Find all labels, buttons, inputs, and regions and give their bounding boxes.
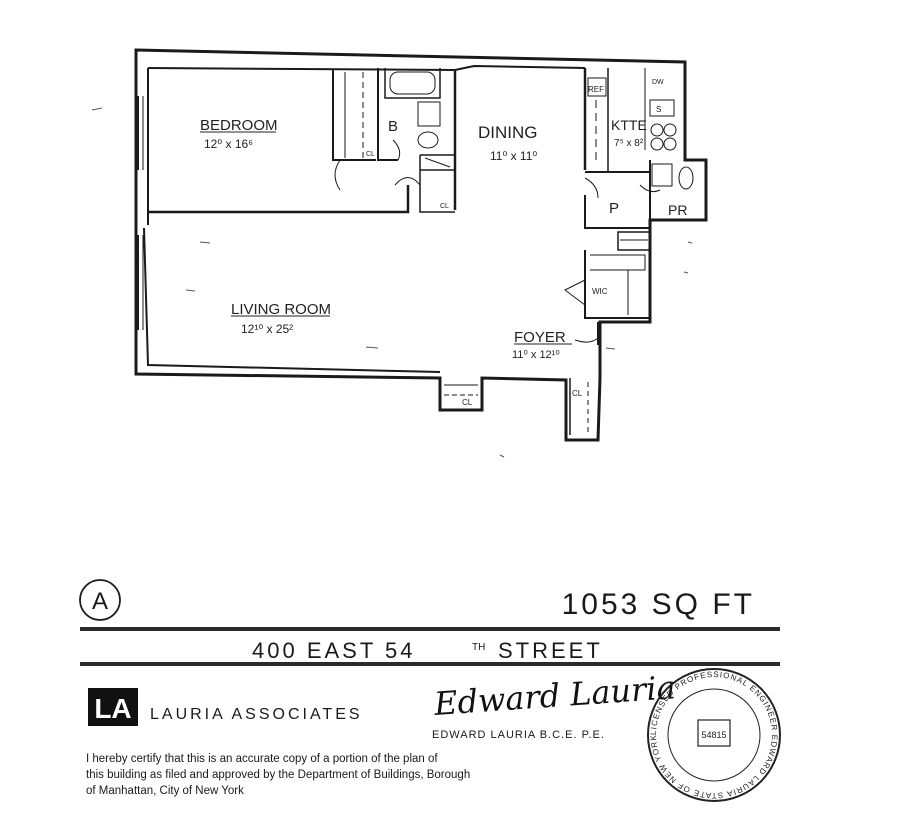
foyer-dims: 11⁰ x 12¹⁰ [512,349,560,361]
address-suffix: TH [472,642,485,653]
living-closet-label: CL [462,398,473,407]
certification-text: I hereby certify that this is an accurat… [86,753,470,797]
divider-bottom [80,662,780,666]
unit-letter: A [92,588,108,615]
certification-line-3: of Manhattan, City of New York [86,785,244,797]
kitchen-label: KTTE [611,117,647,133]
refrigerator-label: REF [588,85,604,94]
powder-room-label: PR [668,202,687,218]
address-block: 400 EAST 54 TH STREET [252,638,603,663]
signature: Edward Lauria [432,668,677,723]
wic-label: WIC [592,287,608,296]
seal-number: 54815 [701,730,726,740]
room-labels: BEDROOM 12⁰ x 16⁶ DINING 11⁰ x 11⁰ KTTE … [200,79,687,407]
dining-dims: 11⁰ x 11⁰ [490,149,537,163]
certification-line-1: I hereby certify that this is an accurat… [86,753,438,765]
logo-letters: LA [94,693,131,724]
floor-plan-walls [134,48,708,442]
signer-title: EDWARD LAURIA B.C.E. P.E. [432,729,605,741]
area-label: 1053 SQ FT [562,588,755,621]
kitchen-dims: 7⁵ x 8² [614,138,644,149]
foyer-closet-label: CL [572,389,583,398]
divider-top [80,627,780,631]
sink-label: S [656,105,661,114]
dishwasher-label: DW [652,79,664,86]
company-logo: LA [88,688,138,726]
company-name: LAURIA ASSOCIATES [150,706,363,723]
dining-label: DINING [478,123,538,142]
address-street: STREET [498,638,603,663]
unit-designation: A [79,579,121,621]
living-room-label: LIVING ROOM [231,301,331,318]
scan-specks [91,107,693,458]
foyer-label: FOYER [514,329,566,346]
bedroom-dims: 12⁰ x 16⁶ [204,137,253,151]
bedroom-label: BEDROOM [200,117,278,134]
hall-closet-label: CL [440,203,449,210]
address-text: 400 EAST 54 [252,638,415,663]
bedroom-closet-label: CL [366,151,375,158]
engineer-seal: LICENSED PROFESSIONAL ENGINEER EDWARD LA… [647,668,781,802]
pantry-label: P [609,200,619,217]
certification-line-2: this building as filed and approved by t… [86,769,470,781]
living-room-dims: 12¹⁰ x 25² [241,322,293,336]
bath-label: B [388,118,398,135]
